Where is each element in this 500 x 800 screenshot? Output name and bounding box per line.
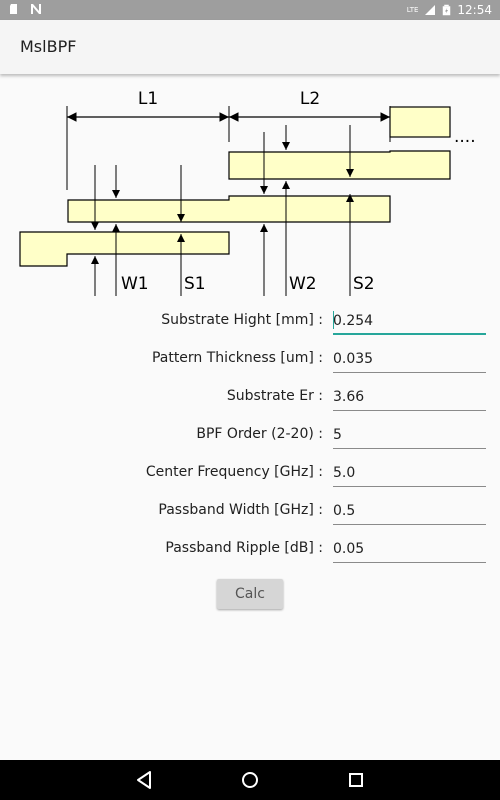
passband-width-underline bbox=[333, 524, 486, 525]
app-bar: MslBPF bbox=[0, 20, 500, 74]
n-notification-icon bbox=[31, 4, 41, 14]
center-frequency-underline bbox=[333, 486, 486, 487]
status-bar: LTE 12:54 bbox=[0, 0, 500, 20]
s1-label: S1 bbox=[184, 274, 206, 294]
substrate-er-field-wrap bbox=[333, 383, 486, 413]
bpf-order-field-wrap bbox=[333, 421, 486, 451]
calc-button[interactable]: Calc bbox=[217, 579, 283, 609]
sd-card-icon bbox=[10, 4, 17, 14]
pattern-thickness-field-wrap bbox=[333, 345, 486, 375]
l1-label: L1 bbox=[138, 89, 158, 109]
recents-icon[interactable] bbox=[344, 768, 368, 792]
pattern-thickness-underline bbox=[333, 372, 486, 373]
coupled-strip-1 bbox=[67, 195, 391, 223]
substrate-height-underline bbox=[333, 333, 486, 335]
l2-label: L2 bbox=[300, 89, 320, 109]
text-caret bbox=[333, 311, 334, 329]
pattern-thickness-input[interactable] bbox=[333, 348, 486, 370]
passband-width-input[interactable] bbox=[333, 500, 486, 522]
center-frequency-field-wrap bbox=[333, 459, 486, 489]
bpf-order-label: BPF Order (2-20) : bbox=[196, 426, 323, 442]
coupled-strip-3 bbox=[389, 106, 451, 138]
substrate-er-input[interactable] bbox=[333, 386, 486, 408]
passband-width-label: Passband Width [GHz] : bbox=[158, 502, 323, 518]
center-frequency-input[interactable] bbox=[333, 462, 486, 484]
status-time: 12:54 bbox=[457, 3, 492, 17]
w2-label: W2 bbox=[289, 274, 317, 294]
bpf-diagram: L1 L2 .... W1 S1 W2 S2 bbox=[19, 89, 476, 296]
bpf-order-row: BPF Order (2-20) : bbox=[0, 421, 500, 451]
navigation-bar bbox=[0, 760, 500, 800]
battery-icon bbox=[443, 4, 451, 16]
passband-ripple-underline bbox=[333, 562, 486, 563]
w1-label: W1 bbox=[121, 274, 149, 294]
substrate-er-label: Substrate Er : bbox=[226, 388, 323, 404]
back-icon[interactable] bbox=[132, 768, 156, 792]
coupled-strip-2 bbox=[228, 150, 451, 180]
passband-ripple-field-wrap bbox=[333, 535, 486, 565]
ellipsis-label: .... bbox=[454, 127, 476, 147]
bpf-order-input[interactable] bbox=[333, 424, 486, 446]
signal-icon bbox=[425, 5, 436, 15]
s2-label: S2 bbox=[353, 274, 375, 294]
substrate-height-row: Substrate Hight [mm] : bbox=[0, 307, 500, 337]
home-icon[interactable] bbox=[238, 768, 262, 792]
substrate-er-row: Substrate Er : bbox=[0, 383, 500, 413]
substrate-er-underline bbox=[333, 410, 486, 411]
pattern-thickness-row: Pattern Thickness [um] : bbox=[0, 345, 500, 375]
center-frequency-label: Center Frequency [GHz] : bbox=[145, 464, 323, 480]
bpf-order-underline bbox=[333, 448, 486, 449]
substrate-height-field-wrap bbox=[333, 307, 486, 337]
pattern-thickness-label: Pattern Thickness [um] : bbox=[151, 350, 323, 366]
center-frequency-row: Center Frequency [GHz] : bbox=[0, 459, 500, 489]
network-type-label: LTE bbox=[406, 6, 419, 14]
passband-width-field-wrap bbox=[333, 497, 486, 527]
substrate-height-input[interactable] bbox=[333, 310, 486, 332]
substrate-height-label: Substrate Hight [mm] : bbox=[161, 312, 323, 328]
input-strip bbox=[19, 231, 230, 267]
app-title: MslBPF bbox=[20, 37, 77, 56]
passband-ripple-label: Passband Ripple [dB] : bbox=[165, 540, 323, 556]
passband-width-row: Passband Width [GHz] : bbox=[0, 497, 500, 527]
passband-ripple-input[interactable] bbox=[333, 538, 486, 560]
passband-ripple-row: Passband Ripple [dB] : bbox=[0, 535, 500, 565]
